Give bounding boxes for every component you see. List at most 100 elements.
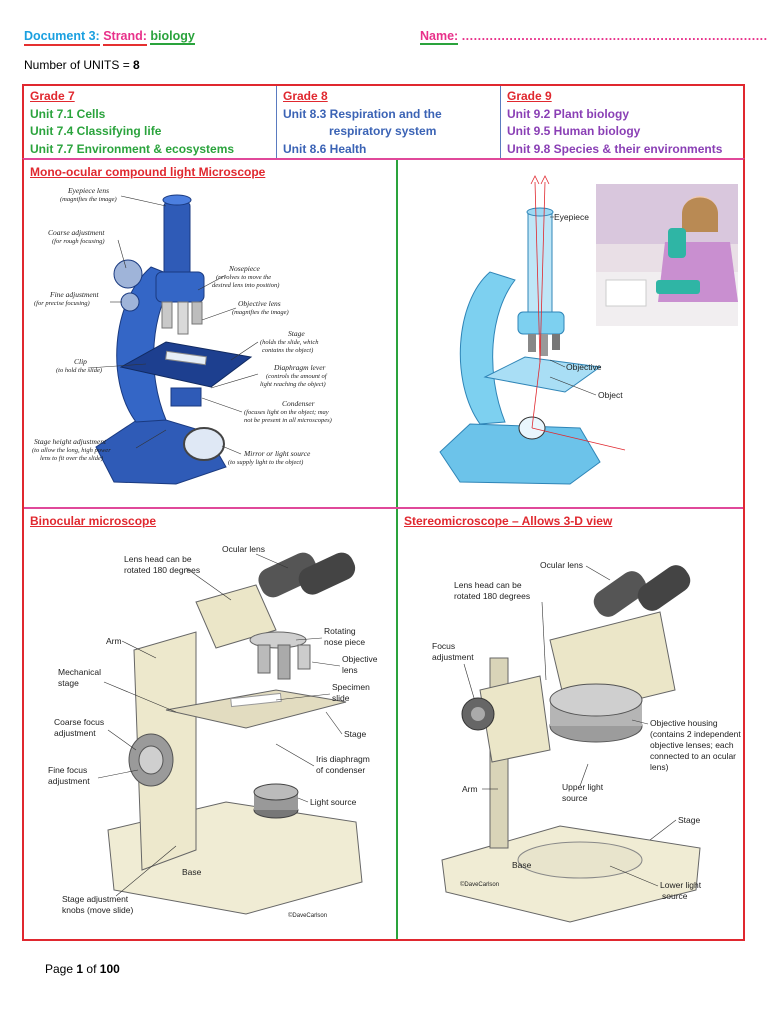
unit-item: Unit 8.3 Respiration and the	[283, 106, 442, 121]
label-stage: Stage	[288, 329, 305, 338]
label-diaphragm: Diaphragm lever	[273, 363, 326, 372]
label-fine-focus: Fine focus	[48, 765, 87, 775]
grades-table: Grade 7 Unit 7.1 Cells Unit 7.4 Classify…	[22, 84, 745, 159]
row-divider	[24, 507, 743, 509]
page-total: 100	[99, 962, 120, 976]
units-label: Number of UNITS =	[24, 58, 130, 72]
label-clip: Clip	[74, 357, 87, 366]
label-objective-2: Objective	[566, 362, 602, 372]
of-label: of	[86, 962, 97, 976]
label-coarse-focus: Coarse focus	[54, 717, 104, 727]
unit-item: respiratory system	[329, 124, 437, 138]
label-mirror: Mirror or light source	[243, 449, 311, 458]
label-condenser-note: not be present in all microscopes)	[244, 417, 332, 424]
label-ocular: Ocular lens	[222, 544, 265, 554]
label-stage-height-note: lens to fit over the slide)	[40, 455, 103, 462]
label-housing: objective lenses; each	[650, 740, 734, 750]
grade-9-column: Grade 9 Unit 9.2 Plant biology Unit 9.5 …	[500, 86, 745, 159]
label-eyepiece-2: Eyepiece	[554, 212, 589, 222]
name-label: Name:	[420, 29, 459, 45]
label-stage-height: Stage height adjustment	[34, 437, 107, 446]
unit-item: Unit 7.1 Cells	[30, 106, 106, 121]
label-fine: Fine adjustment	[49, 290, 99, 299]
unit-item: Unit 7.7 Environment & ecosystems	[30, 141, 235, 156]
label-clip-note: (to hold the slide)	[56, 367, 102, 374]
light-path-diagram: Eyepiece Objective Object	[439, 175, 738, 485]
label-objective-lens: Objective	[342, 654, 378, 664]
label-upper-light: source	[562, 793, 588, 803]
label-condenser-note: (focuses light on the object; may	[244, 409, 329, 416]
label-nosepiece-note: (revolves to move the	[216, 274, 271, 281]
credit-text: ©DaveCarlson	[288, 912, 327, 919]
grade-title: Grade 7	[30, 89, 75, 103]
mono-microscope-diagram: Eyepiece lens (magnifies the image) Coar…	[32, 186, 332, 485]
label-objective-note: (magnifies the image)	[232, 309, 289, 316]
label-objective-lens: lens	[342, 665, 358, 675]
grade-title: Grade 8	[283, 89, 328, 103]
grade-title: Grade 9	[507, 89, 552, 103]
label-object-2: Object	[598, 390, 623, 400]
label-fine-note: (for precise focusing)	[34, 300, 90, 307]
label-base-s: Base	[512, 860, 532, 870]
label-ocular-s: Ocular lens	[540, 560, 583, 570]
label-stage-s: Stage	[678, 815, 700, 825]
label-housing: Objective housing	[650, 718, 718, 728]
label-housing: connected to an ocular	[650, 751, 736, 761]
label-diaphragm-note: (controls the amount of	[266, 373, 328, 380]
label-arm-s: Arm	[462, 784, 478, 794]
column-divider	[396, 160, 398, 939]
name-field: Name: ..................................…	[420, 29, 768, 45]
label-eyepiece-note: (magnifies the image)	[60, 196, 117, 203]
label-lens-head: rotated 180 degrees	[124, 565, 200, 575]
grade-7-column: Grade 7 Unit 7.1 Cells Unit 7.4 Classify…	[24, 86, 276, 159]
label-stage-knobs: Stage adjustment	[62, 894, 129, 904]
girl-microscope-photo	[596, 184, 738, 326]
label-condenser: Condenser	[282, 399, 315, 408]
label-upper-light: Upper light	[562, 782, 604, 792]
label-stage-note: (holds the slide, which	[260, 339, 319, 346]
label-iris: Iris diaphragm	[316, 754, 370, 764]
label-coarse: Coarse adjustment	[48, 228, 105, 237]
label-mirror-note: (to supply light to the object)	[228, 459, 303, 466]
page-label: Page	[45, 962, 74, 976]
stereo-title: Stereomicroscope – Allows 3-D view	[404, 514, 613, 528]
label-lower-light: Lower light	[660, 880, 702, 890]
label-stage-height-note: (to allow the long, high power	[32, 447, 111, 454]
stereo-diagram: Ocular lens Lens head can be rotated 180…	[432, 560, 741, 923]
grade-8-column: Grade 8 Unit 8.3 Respiration and the res…	[276, 86, 500, 159]
unit-item: Unit 9.5 Human biology	[507, 124, 641, 138]
label-housing: (contains 2 independent	[650, 729, 741, 739]
page-footer: Page 1 of 100	[45, 962, 120, 976]
document-label: Document 3:	[24, 29, 100, 46]
figure-grid: Mono-ocular compound light Microscope Ey…	[22, 158, 745, 941]
label-rotating-nose: nose piece	[324, 637, 365, 647]
label-objective: Objective lens	[238, 299, 281, 308]
label-nosepiece-note: desired lens into position)	[212, 282, 279, 289]
document-header: Document 3: Strand: biology	[24, 29, 195, 46]
label-eyepiece: Eyepiece lens	[67, 186, 109, 195]
label-lens-head-s: Lens head can be	[454, 580, 522, 590]
credit-text-s: ©DaveCarlson	[460, 881, 499, 888]
unit-item: Unit 7.4 Classifying life	[30, 124, 162, 138]
binocular-diagram: Lens head can be rotated 180 degrees Ocu…	[48, 544, 378, 919]
label-diaphragm-note: light reaching the object)	[260, 381, 326, 388]
label-lens-head: Lens head can be	[124, 554, 192, 564]
label-focus-s: Focus	[432, 641, 455, 651]
label-fine-focus: adjustment	[48, 776, 90, 786]
label-focus-s: adjustment	[432, 652, 474, 662]
binocular-title: Binocular microscope	[30, 514, 157, 528]
label-stage-b: Stage	[344, 729, 366, 739]
label-arm: Arm	[106, 636, 122, 646]
units-count: Number of UNITS = 8	[24, 58, 140, 72]
label-specimen-slide: slide	[332, 693, 350, 703]
page-number: 1	[76, 962, 84, 976]
label-lower-light: source	[662, 891, 688, 901]
label-coarse-note: (for rough focusing)	[52, 238, 104, 245]
label-nosepiece: Nosepiece	[228, 264, 260, 273]
label-housing: lens)	[650, 762, 669, 772]
unit-item: Unit 9.2 Plant biology	[507, 106, 630, 121]
label-stage-knobs: knobs (move slide)	[62, 905, 134, 915]
leader-lines	[87, 195, 259, 455]
label-base: Base	[182, 867, 202, 877]
unit-item: Unit 8.6 Health	[283, 141, 367, 156]
